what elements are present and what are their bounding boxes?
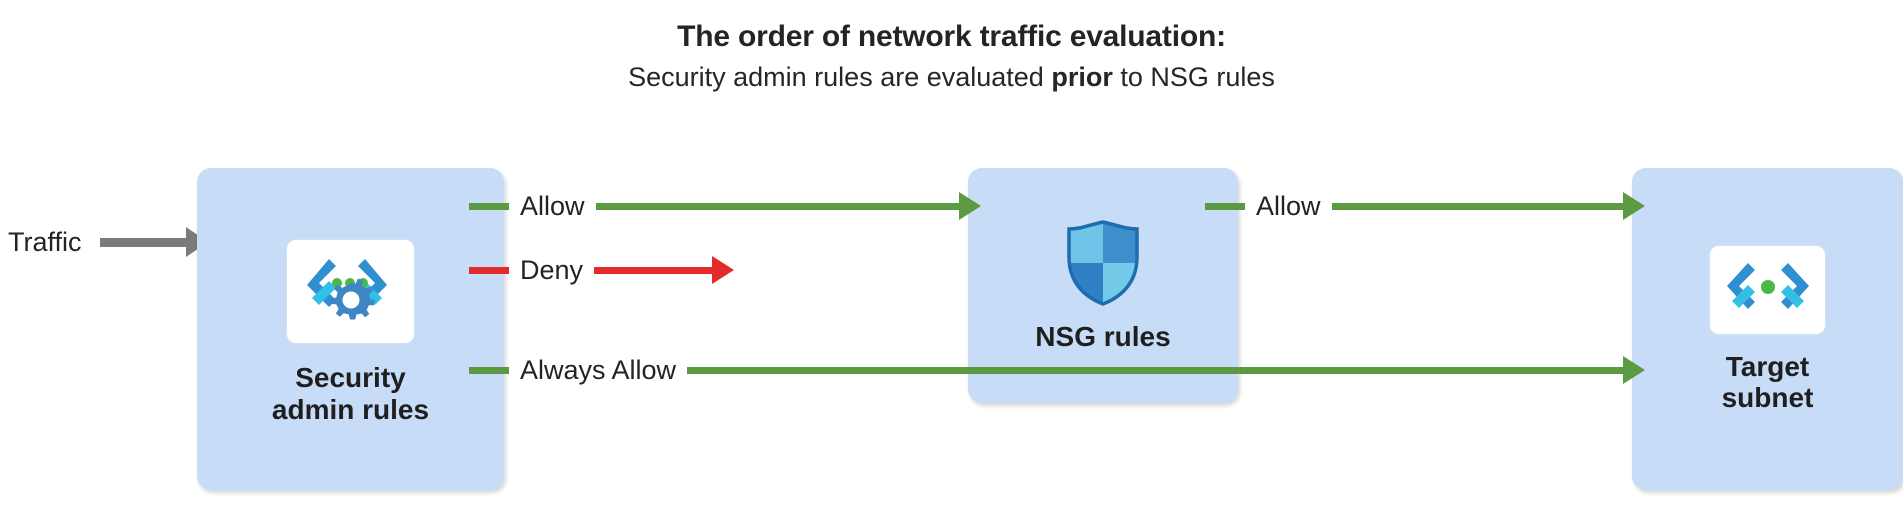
connector-allow-label: Allow [520, 190, 585, 221]
shield-icon-wrap [1063, 219, 1143, 307]
traffic-inbound-group: Traffic [8, 222, 208, 262]
node-security-admin-rules[interactable]: Security admin rules [197, 168, 504, 490]
subtitle-suffix: to NSG rules [1112, 61, 1275, 92]
connector-allow-label: Allow [1256, 190, 1321, 221]
node-nsg-rules-label: NSG rules [1035, 320, 1171, 352]
diagram-subtitle: Security admin rules are evaluated prior… [0, 60, 1903, 95]
arrow-shaft [99, 237, 186, 247]
node-security-admin-rules-label: Security admin rules [271, 362, 430, 425]
connector-stub [469, 366, 509, 374]
connector-always-allow-security-to-target: Always Allow [469, 350, 1645, 390]
node-target-subnet-label: Target subnet [1721, 350, 1814, 413]
connector-shaft [594, 266, 712, 274]
subtitle-prefix: Security admin rules are evaluated [628, 61, 1052, 92]
connector-stub [469, 202, 509, 210]
subnet-icon [1726, 262, 1809, 309]
connector-always-allow-label: Always Allow [520, 354, 677, 385]
connector-arrow-head [1623, 192, 1645, 220]
connector-shaft [687, 366, 1623, 374]
connector-allow-security-to-nsg: Allow [469, 186, 981, 226]
connector-arrow-head [712, 256, 734, 284]
connector-shaft [1331, 202, 1623, 210]
connector-stub [1205, 202, 1245, 210]
gray-arrow-right-icon [99, 227, 208, 257]
traffic-label: Traffic [8, 226, 82, 257]
connector-shaft [595, 202, 959, 210]
azure-policy-icon [306, 258, 387, 320]
connector-arrow-head [959, 192, 981, 220]
heading-block: The order of network traffic evaluation:… [0, 18, 1903, 95]
connector-deny-blocked: Deny [469, 250, 734, 290]
shield-icon [1067, 220, 1139, 306]
connector-arrow-head [1623, 356, 1645, 384]
diagram-title: The order of network traffic evaluation: [677, 20, 1226, 53]
subtitle-emphasis: prior [1051, 61, 1113, 92]
subnet-icon-tile [1709, 244, 1826, 335]
connector-stub [469, 266, 509, 274]
connector-allow-nsg-to-target: Allow [1205, 186, 1645, 226]
node-nsg-rules[interactable]: NSG rules [968, 168, 1238, 403]
azure-policy-icon-tile [286, 239, 415, 345]
node-target-subnet[interactable]: Target subnet [1632, 168, 1903, 490]
connector-deny-label: Deny [520, 254, 584, 285]
